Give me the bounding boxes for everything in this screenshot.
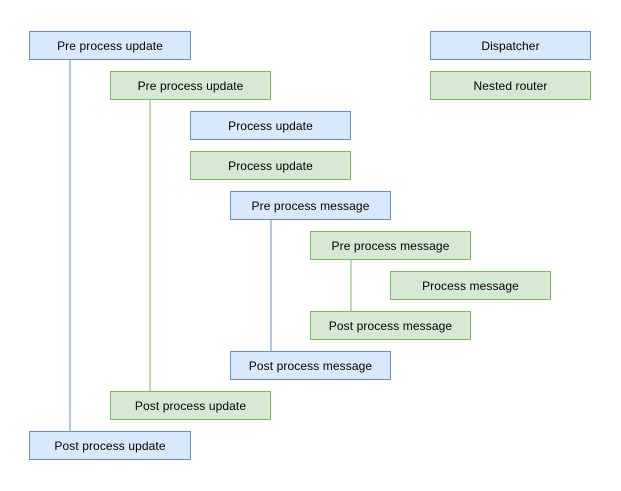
flow-node[interactable]: Process update	[190, 151, 351, 180]
flow-node-label: Process update	[228, 118, 313, 133]
flow-node-label: Post process message	[328, 318, 453, 333]
flow-node[interactable]: Post process update	[110, 391, 271, 420]
legend-item-dispatcher[interactable]: Dispatcher	[430, 31, 591, 60]
flow-node-label: Post process update	[134, 398, 247, 413]
flow-node[interactable]: Pre process message	[310, 231, 471, 260]
flow-node-label: Pre process message	[331, 238, 450, 253]
flow-node-label: Post process message	[248, 358, 373, 373]
legend-item-nested-router[interactable]: Nested router	[430, 71, 591, 100]
flow-node-label: Post process update	[54, 438, 166, 453]
flow-node-label: Pre process message	[251, 198, 370, 213]
flow-node[interactable]: Process message	[390, 271, 551, 300]
flow-node-label: Pre process update	[137, 78, 244, 93]
flow-node[interactable]: Pre process update	[29, 31, 191, 60]
flow-node[interactable]: Pre process update	[110, 71, 271, 100]
legend-item-nested-router-label: Nested router	[473, 78, 548, 93]
flow-node[interactable]: Post process message	[230, 351, 391, 380]
flow-node-label: Process message	[422, 278, 519, 293]
flow-node[interactable]: Post process update	[29, 431, 191, 460]
flow-node-label: Process update	[228, 158, 313, 173]
flow-node[interactable]: Post process message	[310, 311, 471, 340]
flow-node[interactable]: Process update	[190, 111, 351, 140]
flow-node[interactable]: Pre process message	[230, 191, 391, 220]
flow-node-label: Pre process update	[57, 38, 163, 53]
legend-item-dispatcher-label: Dispatcher	[481, 38, 540, 53]
